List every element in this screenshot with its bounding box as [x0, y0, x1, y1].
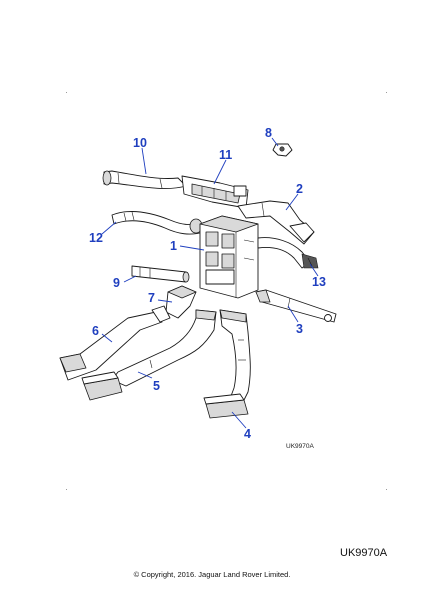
callout-10: 10: [133, 136, 147, 150]
part-1-heater-box: [199, 215, 259, 299]
leader-11: [213, 159, 227, 185]
part-6-duct: [59, 305, 171, 381]
leader-3: [287, 305, 299, 323]
callout-2: 2: [296, 182, 303, 196]
diagram-reference: UK9970A: [340, 547, 388, 559]
corner-mark: [66, 489, 67, 490]
part-11-vent: [181, 175, 249, 209]
callout-1: 1: [170, 239, 177, 253]
leader-1: [179, 245, 205, 251]
part-12-duct: [111, 210, 205, 235]
part-5-duct: [81, 309, 217, 401]
callout-3: 3: [296, 322, 303, 336]
leader-4: [231, 411, 247, 429]
callout-11: 11: [219, 148, 232, 162]
part-8-clip: [272, 143, 293, 157]
callout-6: 6: [92, 324, 99, 338]
leader-9: [123, 275, 137, 283]
part-13-hose: [257, 237, 319, 269]
part-9-duct: [131, 265, 190, 283]
leader-6: [101, 333, 113, 343]
part-10-duct: [102, 170, 187, 190]
callout-12: 12: [89, 231, 103, 245]
leader-7: [157, 299, 173, 303]
corner-mark: [386, 92, 387, 93]
part-2-duct: [237, 200, 315, 245]
callout-5: 5: [153, 379, 160, 393]
callout-4: 4: [244, 427, 251, 441]
part-4-duct: [203, 309, 251, 419]
copyright-notice: © Copyright, 2016. Jaguar Land Rover Lim…: [133, 570, 291, 579]
callout-9: 9: [113, 276, 120, 290]
leader-12: [101, 221, 117, 235]
leader-2: [285, 193, 299, 211]
part-3-duct: [255, 289, 337, 323]
leader-10: [141, 147, 147, 175]
leader-5: [137, 371, 153, 379]
callout-13: 13: [312, 275, 326, 289]
corner-mark: [66, 92, 67, 93]
corner-mark: [386, 489, 387, 490]
leader-13: [309, 263, 319, 277]
callout-8: 8: [265, 126, 272, 140]
diagram-reference-small: UK9970A: [286, 443, 314, 450]
callout-7: 7: [148, 291, 155, 305]
leader-8: [271, 137, 279, 147]
